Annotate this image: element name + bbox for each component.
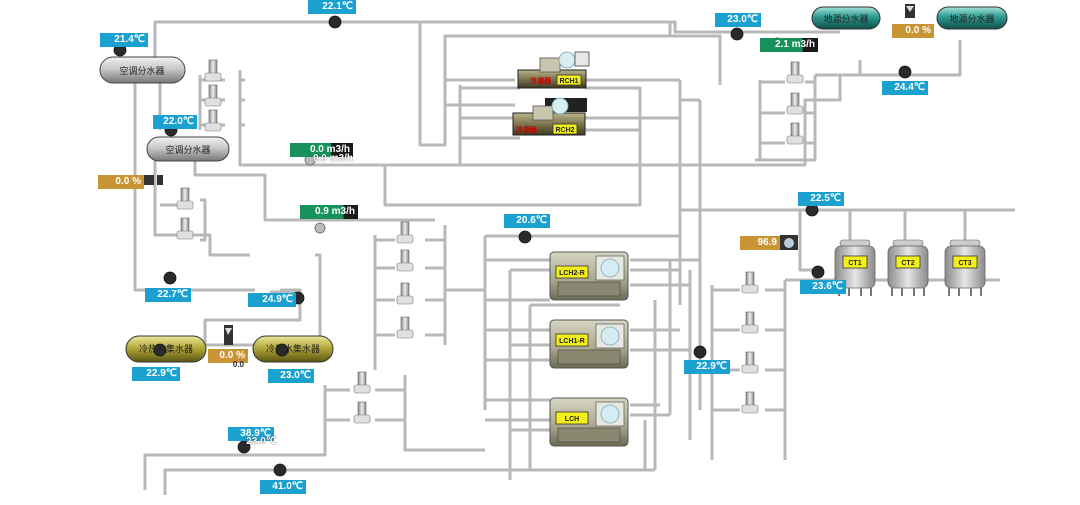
storage-tank-right[interactable]: 冷热水集水器 [252, 335, 334, 363]
fan-icon [600, 404, 620, 424]
valve-header[interactable] [144, 175, 163, 185]
sensor-icon [898, 65, 912, 79]
cooling-tower-ct1[interactable]: CT1 [834, 239, 876, 296]
pump-icon[interactable] [786, 122, 804, 145]
pump-icon[interactable] [176, 187, 194, 210]
pump-group [176, 59, 804, 424]
temp-plate-in: 22.7℃ [145, 288, 191, 302]
pump-icon[interactable] [396, 221, 414, 244]
pump-icon[interactable] [741, 271, 759, 294]
fan-speed-icon [780, 235, 798, 250]
valve-ground-percent: 0.0 % [892, 24, 934, 38]
cooling-tower-group: CT1 CT2 CT3 [834, 239, 986, 296]
pump-icon[interactable] [396, 282, 414, 305]
valve-storage-percent: 0.0 % [208, 349, 248, 363]
temp-header-1: 21.4℃ [100, 33, 148, 47]
valve-header-percent: 0.0 % [98, 175, 144, 189]
sensor-icon [275, 343, 289, 357]
pump-icon[interactable] [741, 391, 759, 414]
temp-bottom-lower: 41.0℃ [260, 480, 306, 494]
svg-text:RCH1: RCH1 [559, 78, 578, 85]
chiller-lch2-r[interactable]: LCH2-R [549, 251, 629, 301]
ground-source-header-2[interactable]: 地源分水器 [936, 6, 1008, 30]
flow-plate: 0.9 m3/h [300, 205, 358, 219]
temp-bottom-upper: 38.9℃ [228, 427, 274, 441]
cooling-tower-label: CT1 [848, 260, 861, 267]
temp-cooling-return: 23.6℃ [800, 280, 846, 294]
valve-storage-percent-overlay: 0.0 [232, 360, 244, 369]
chiller-label: LCH [565, 416, 579, 423]
ac-header-tank-1[interactable]: 空调分水器 [99, 56, 186, 84]
svg-text:RCH2: RCH2 [555, 127, 574, 134]
fan-icon [600, 258, 620, 278]
temp-condenser: 22.9℃ [684, 360, 730, 374]
cooling-tower-ct3[interactable]: CT3 [944, 239, 986, 296]
fan-icon [551, 97, 569, 115]
pump-icon[interactable] [396, 249, 414, 272]
chiller-label: LCH1-R [559, 338, 585, 345]
cooling-tower-label: CT3 [958, 260, 971, 267]
chiller-lch[interactable]: LCH [549, 397, 629, 447]
fan-icon [600, 326, 620, 346]
chiller-rch2[interactable]: 冷凝器 RCH2 [512, 97, 587, 136]
pump-icon[interactable] [353, 371, 371, 394]
svg-text:地源分水器: 地源分水器 [949, 13, 994, 25]
temp-chiller-header: 20.6℃ [504, 214, 550, 228]
sensor-icon [237, 440, 251, 454]
svg-text:冷凝器: 冷凝器 [516, 125, 538, 134]
pump-icon[interactable] [353, 401, 371, 424]
pump-icon[interactable] [786, 92, 804, 115]
pump-icon[interactable] [204, 109, 222, 132]
chiller-lch1-r[interactable]: LCH1-R [549, 319, 629, 369]
chiller-group: LCH2-R LCH1-R LCH [549, 251, 629, 447]
svg-text:空调分水器: 空调分水器 [165, 144, 210, 156]
pump-icon[interactable] [396, 316, 414, 339]
pump-icon[interactable] [741, 351, 759, 374]
sensor-icon [163, 271, 177, 285]
temp-tank-left: 22.9℃ [132, 367, 180, 381]
temp-tank-right: 23.0℃ [268, 369, 314, 383]
cooling-tower-label: CT2 [901, 260, 914, 267]
temp-cooling-supply: 22.5℃ [798, 192, 844, 206]
valve-ground-source[interactable] [905, 4, 915, 18]
flow-mid: 0.0 m3/h [290, 143, 353, 157]
flow-mid-overlay: 0.0 m3/h [312, 153, 353, 164]
ground-source-header-1[interactable]: 地源分水器 [811, 6, 881, 30]
sensor-icon [518, 230, 532, 244]
pump-icon[interactable] [176, 217, 194, 240]
temp-plate-out: 24.9℃ [248, 293, 296, 307]
svg-text:冷凝器: 冷凝器 [530, 76, 552, 85]
sensor-icon [730, 27, 744, 41]
sensor-icon [328, 15, 342, 29]
pump-icon[interactable] [741, 311, 759, 334]
pump-icon[interactable] [204, 84, 222, 107]
pipe-network [133, 20, 1015, 495]
temp-ground-return: 24.4℃ [882, 81, 928, 95]
temp-header-2: 22.0℃ [153, 115, 197, 129]
chiller-rch1[interactable]: 冷凝器 RCH1 [517, 51, 590, 89]
fan-icon [558, 51, 576, 69]
ac-header-tank-2[interactable]: 空调分水器 [146, 136, 230, 162]
svg-text:地源分水器: 地源分水器 [823, 13, 868, 25]
sensor-icon [153, 343, 167, 357]
sensor-icon [693, 345, 707, 359]
valve-storage[interactable] [224, 325, 233, 345]
flow-meter-icon [314, 222, 326, 234]
temp-bottom-upper-overlay: 23.0℃ [246, 436, 277, 447]
cooling-tower-ct2[interactable]: CT2 [887, 239, 929, 296]
cooling-tower-fan-speed: 96.9 [740, 236, 780, 250]
temp-right-line: 23.0℃ [715, 13, 761, 27]
pump-icon[interactable] [786, 61, 804, 84]
flow-top: 2.1 m3/h [760, 38, 818, 52]
temp-top-supply: 22.1℃ [308, 0, 356, 14]
svg-text:空调分水器: 空调分水器 [119, 65, 164, 77]
pump-icon[interactable] [204, 59, 222, 82]
sensor-icon [811, 265, 825, 279]
sensor-icon [273, 463, 287, 477]
chiller-label: LCH2-R [559, 270, 585, 277]
svg-text:冷热水集水器: 冷热水集水器 [266, 343, 320, 355]
